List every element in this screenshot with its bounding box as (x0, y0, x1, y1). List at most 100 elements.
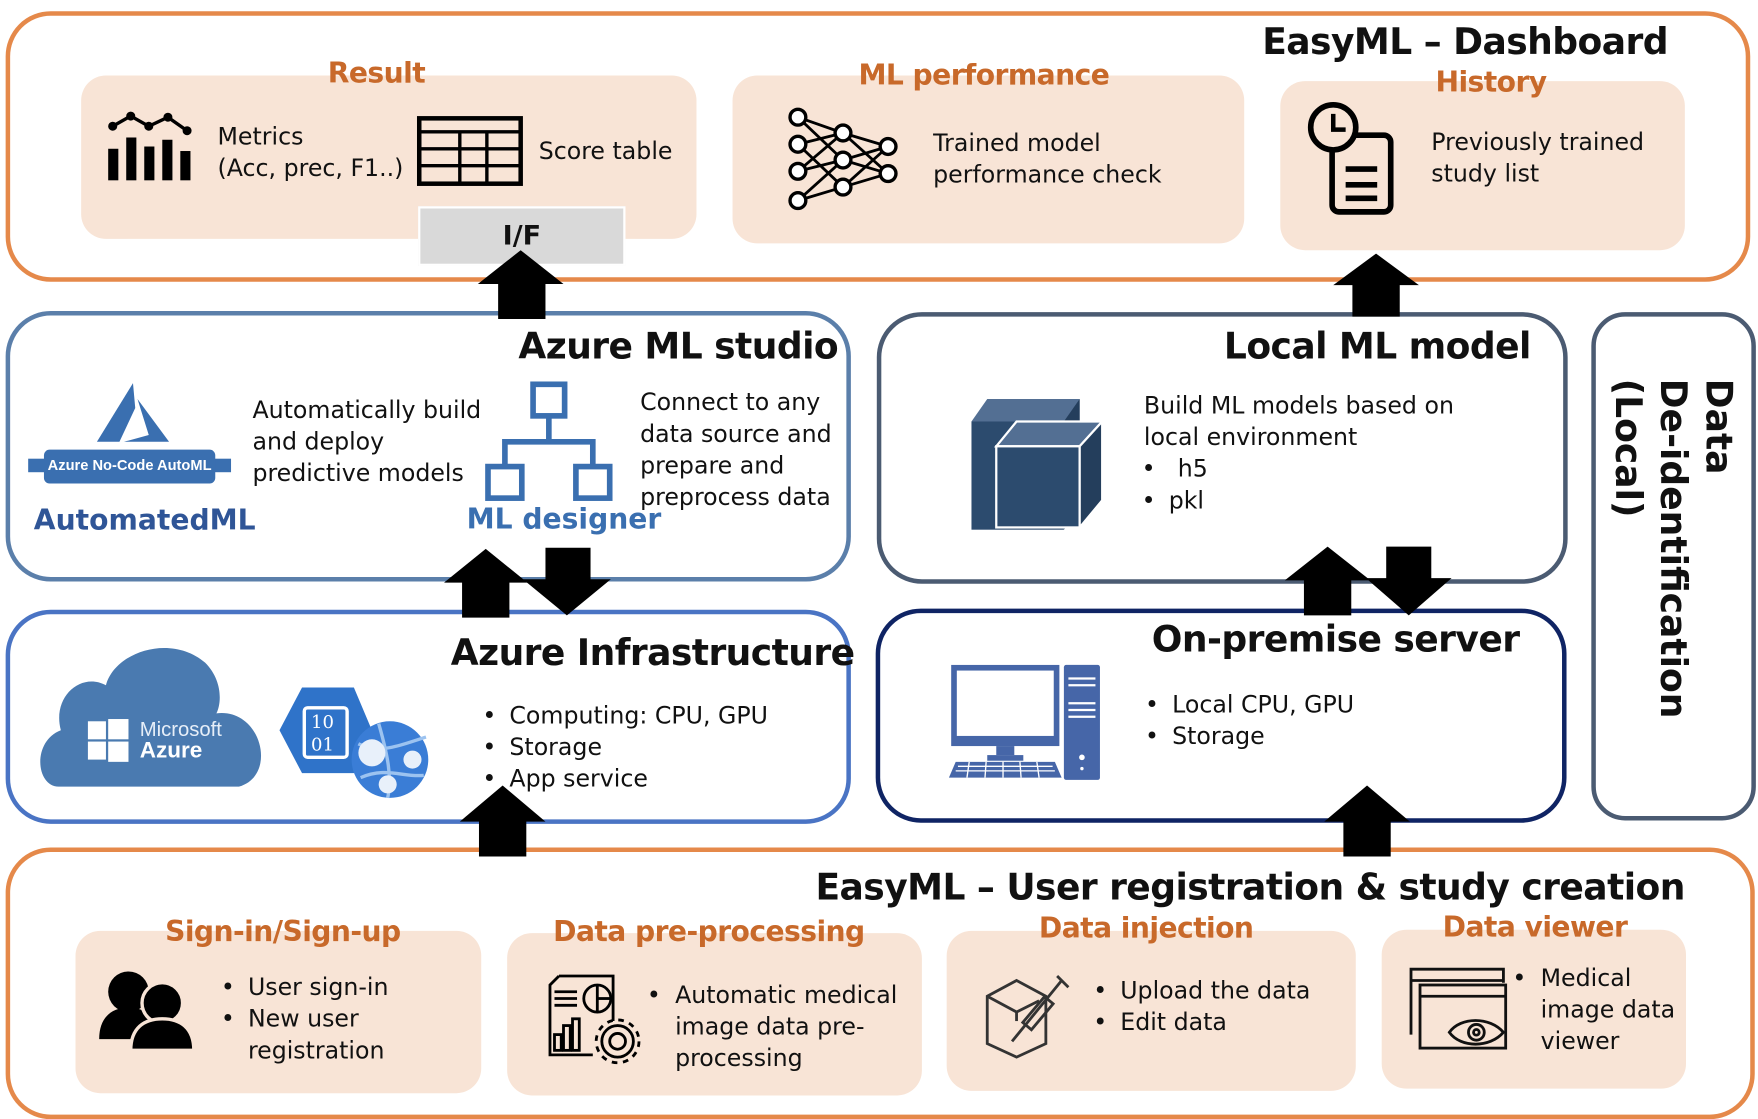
arrow-up-azure-ml-to-dashboard (477, 250, 564, 319)
injection-title: Data injection (1038, 911, 1254, 945)
ml-performance-line: performance check (933, 161, 1162, 189)
local-ml-model-title: Local ML model (1223, 324, 1531, 368)
interface-label: I/F (502, 219, 542, 252)
arrow-down-azure-ml-to-infra (522, 547, 611, 616)
automl-line: Automatically build (252, 396, 482, 424)
viewer-line: Medical (1540, 964, 1632, 992)
arrow-up-registration-to-infra (459, 785, 546, 857)
infra-item: Storage (480, 731, 768, 763)
server-item: Local CPU, GPU (1143, 689, 1354, 721)
bullet: • (646, 981, 661, 1009)
injection-item: Edit data (1091, 1006, 1310, 1038)
model-cubes-icon (971, 398, 1105, 531)
signin-item-line: registration (247, 1036, 385, 1064)
history-text: Previously trained study list (1431, 126, 1644, 189)
ml-designer-hierarchy-icon (485, 381, 613, 501)
storage-bits-top: 10 (311, 712, 334, 733)
metrics-text: Metrics (Acc, prec, F1..) (218, 121, 404, 184)
local-model-line: Build ML models based on (1143, 392, 1454, 420)
storage-bits-bottom: 01 (311, 735, 334, 756)
preprocessing-panel (507, 933, 922, 1096)
azure-infrastructure-title: Azure Infrastructure (450, 631, 855, 674)
result-title: Result (327, 56, 426, 90)
arrow-up-server-to-local-ml (1284, 546, 1371, 616)
metrics-chart-icon (108, 111, 192, 181)
preprocessing-text: • Automatic medical image data pre- proc… (645, 979, 898, 1074)
azure-logo-azure: Azure (140, 737, 203, 762)
azure-logo-microsoft: Microsoft (140, 719, 223, 741)
metrics-detail: (Acc, prec, F1..) (217, 154, 404, 182)
history-title: History (1435, 65, 1547, 99)
ml-designer-label: ML designer (466, 502, 662, 536)
preprocessing-line: Automatic medical (675, 981, 898, 1009)
designer-line: preprocess data (640, 483, 831, 511)
local-ml-model-description: Build ML models based on local environme… (1142, 390, 1454, 516)
local-model-formats: h5 pkl (1139, 453, 1454, 516)
metrics-label: Metrics (217, 122, 304, 150)
azure-ml-studio-title: Azure ML studio (518, 324, 839, 368)
history-document-clock-icon (1307, 101, 1394, 215)
signin-item: User sign-in (219, 971, 389, 1003)
format-item: pkl (1139, 485, 1454, 517)
azure-logo-icon (96, 383, 170, 442)
signin-item-line: New user (247, 1005, 359, 1033)
azure-storage-app-service-icon: 10 01 (279, 687, 429, 799)
report-gear-icon (548, 974, 641, 1065)
azure-ml-studio-container (5, 311, 851, 582)
preprocessing-title: Data pre-processing (553, 915, 865, 948)
injection-item: Upload the data (1091, 975, 1310, 1007)
ml-performance-text: Trained model performance check (933, 127, 1161, 190)
injection-list: Upload the data Edit data (1091, 975, 1310, 1038)
ml-designer-description: Connect to any data source and prepare a… (640, 387, 831, 513)
bullet: • (1512, 964, 1527, 992)
arrow-up-infra-to-azure-ml (444, 548, 528, 618)
history-line: study list (1431, 160, 1540, 188)
microsoft-azure-cloud-icon: Microsoft Azure (40, 647, 262, 787)
viewer-line: viewer (1540, 1027, 1620, 1055)
ml-performance-title: ML performance (858, 58, 1110, 92)
score-table-icon (416, 116, 523, 186)
signin-title: Sign-in/Sign-up (165, 915, 401, 948)
viewer-text: • Medical image data viewer (1510, 962, 1675, 1057)
signin-item: New user registration (219, 1003, 389, 1066)
ml-performance-line: Trained model (933, 129, 1101, 157)
ml-performance-panel (732, 75, 1245, 244)
automl-badge: Azure No-Code AutoML (28, 449, 232, 484)
designer-line: Connect to any (640, 388, 821, 416)
score-table-label: Score table (538, 137, 673, 165)
on-premise-server-list: Local CPU, GPU Storage (1143, 689, 1354, 752)
server-item: Storage (1143, 720, 1354, 752)
automl-line: and deploy (252, 428, 385, 456)
signin-list: User sign-in New user registration (219, 971, 389, 1066)
preprocessing-line: image data pre- (675, 1013, 865, 1041)
viewer-title: Data viewer (1442, 910, 1628, 944)
automl-badge-text: Azure No-Code AutoML (47, 456, 212, 474)
history-line: Previously trained (1431, 128, 1645, 156)
viewer-line: image data (1540, 996, 1676, 1024)
arrow-up-local-ml-to-history (1333, 253, 1419, 317)
arrow-up-registration-to-server (1324, 785, 1410, 857)
designer-line: prepare and (640, 451, 785, 479)
deidentification-container (1591, 312, 1756, 821)
registration-title: EasyML – User registration & study creat… (815, 865, 1685, 909)
desktop-computer-icon (948, 664, 1100, 780)
dashboard-title: EasyML – Dashboard (1262, 20, 1668, 64)
infra-item: Computing: CPU, GPU (480, 700, 768, 732)
infra-item: App service (480, 763, 768, 795)
users-icon (99, 971, 196, 1053)
format-item: h5 (1139, 453, 1454, 485)
local-model-line: local environment (1143, 423, 1358, 451)
preprocessing-line: processing (675, 1044, 803, 1072)
designer-line: data source and (640, 420, 832, 448)
azure-infrastructure-list: Computing: CPU, GPU Storage App service (480, 700, 768, 795)
automl-line: predictive models (252, 459, 464, 487)
automl-description: Automatically build and deploy predictiv… (252, 394, 481, 489)
arrow-down-local-ml-to-server (1365, 546, 1452, 616)
automl-label: AutomatedML (33, 503, 256, 537)
image-viewer-eye-icon (1409, 967, 1508, 1050)
box-syringe-icon (985, 974, 1070, 1059)
on-premise-server-title: On-premise server (1151, 617, 1520, 661)
neural-network-icon (788, 107, 898, 211)
